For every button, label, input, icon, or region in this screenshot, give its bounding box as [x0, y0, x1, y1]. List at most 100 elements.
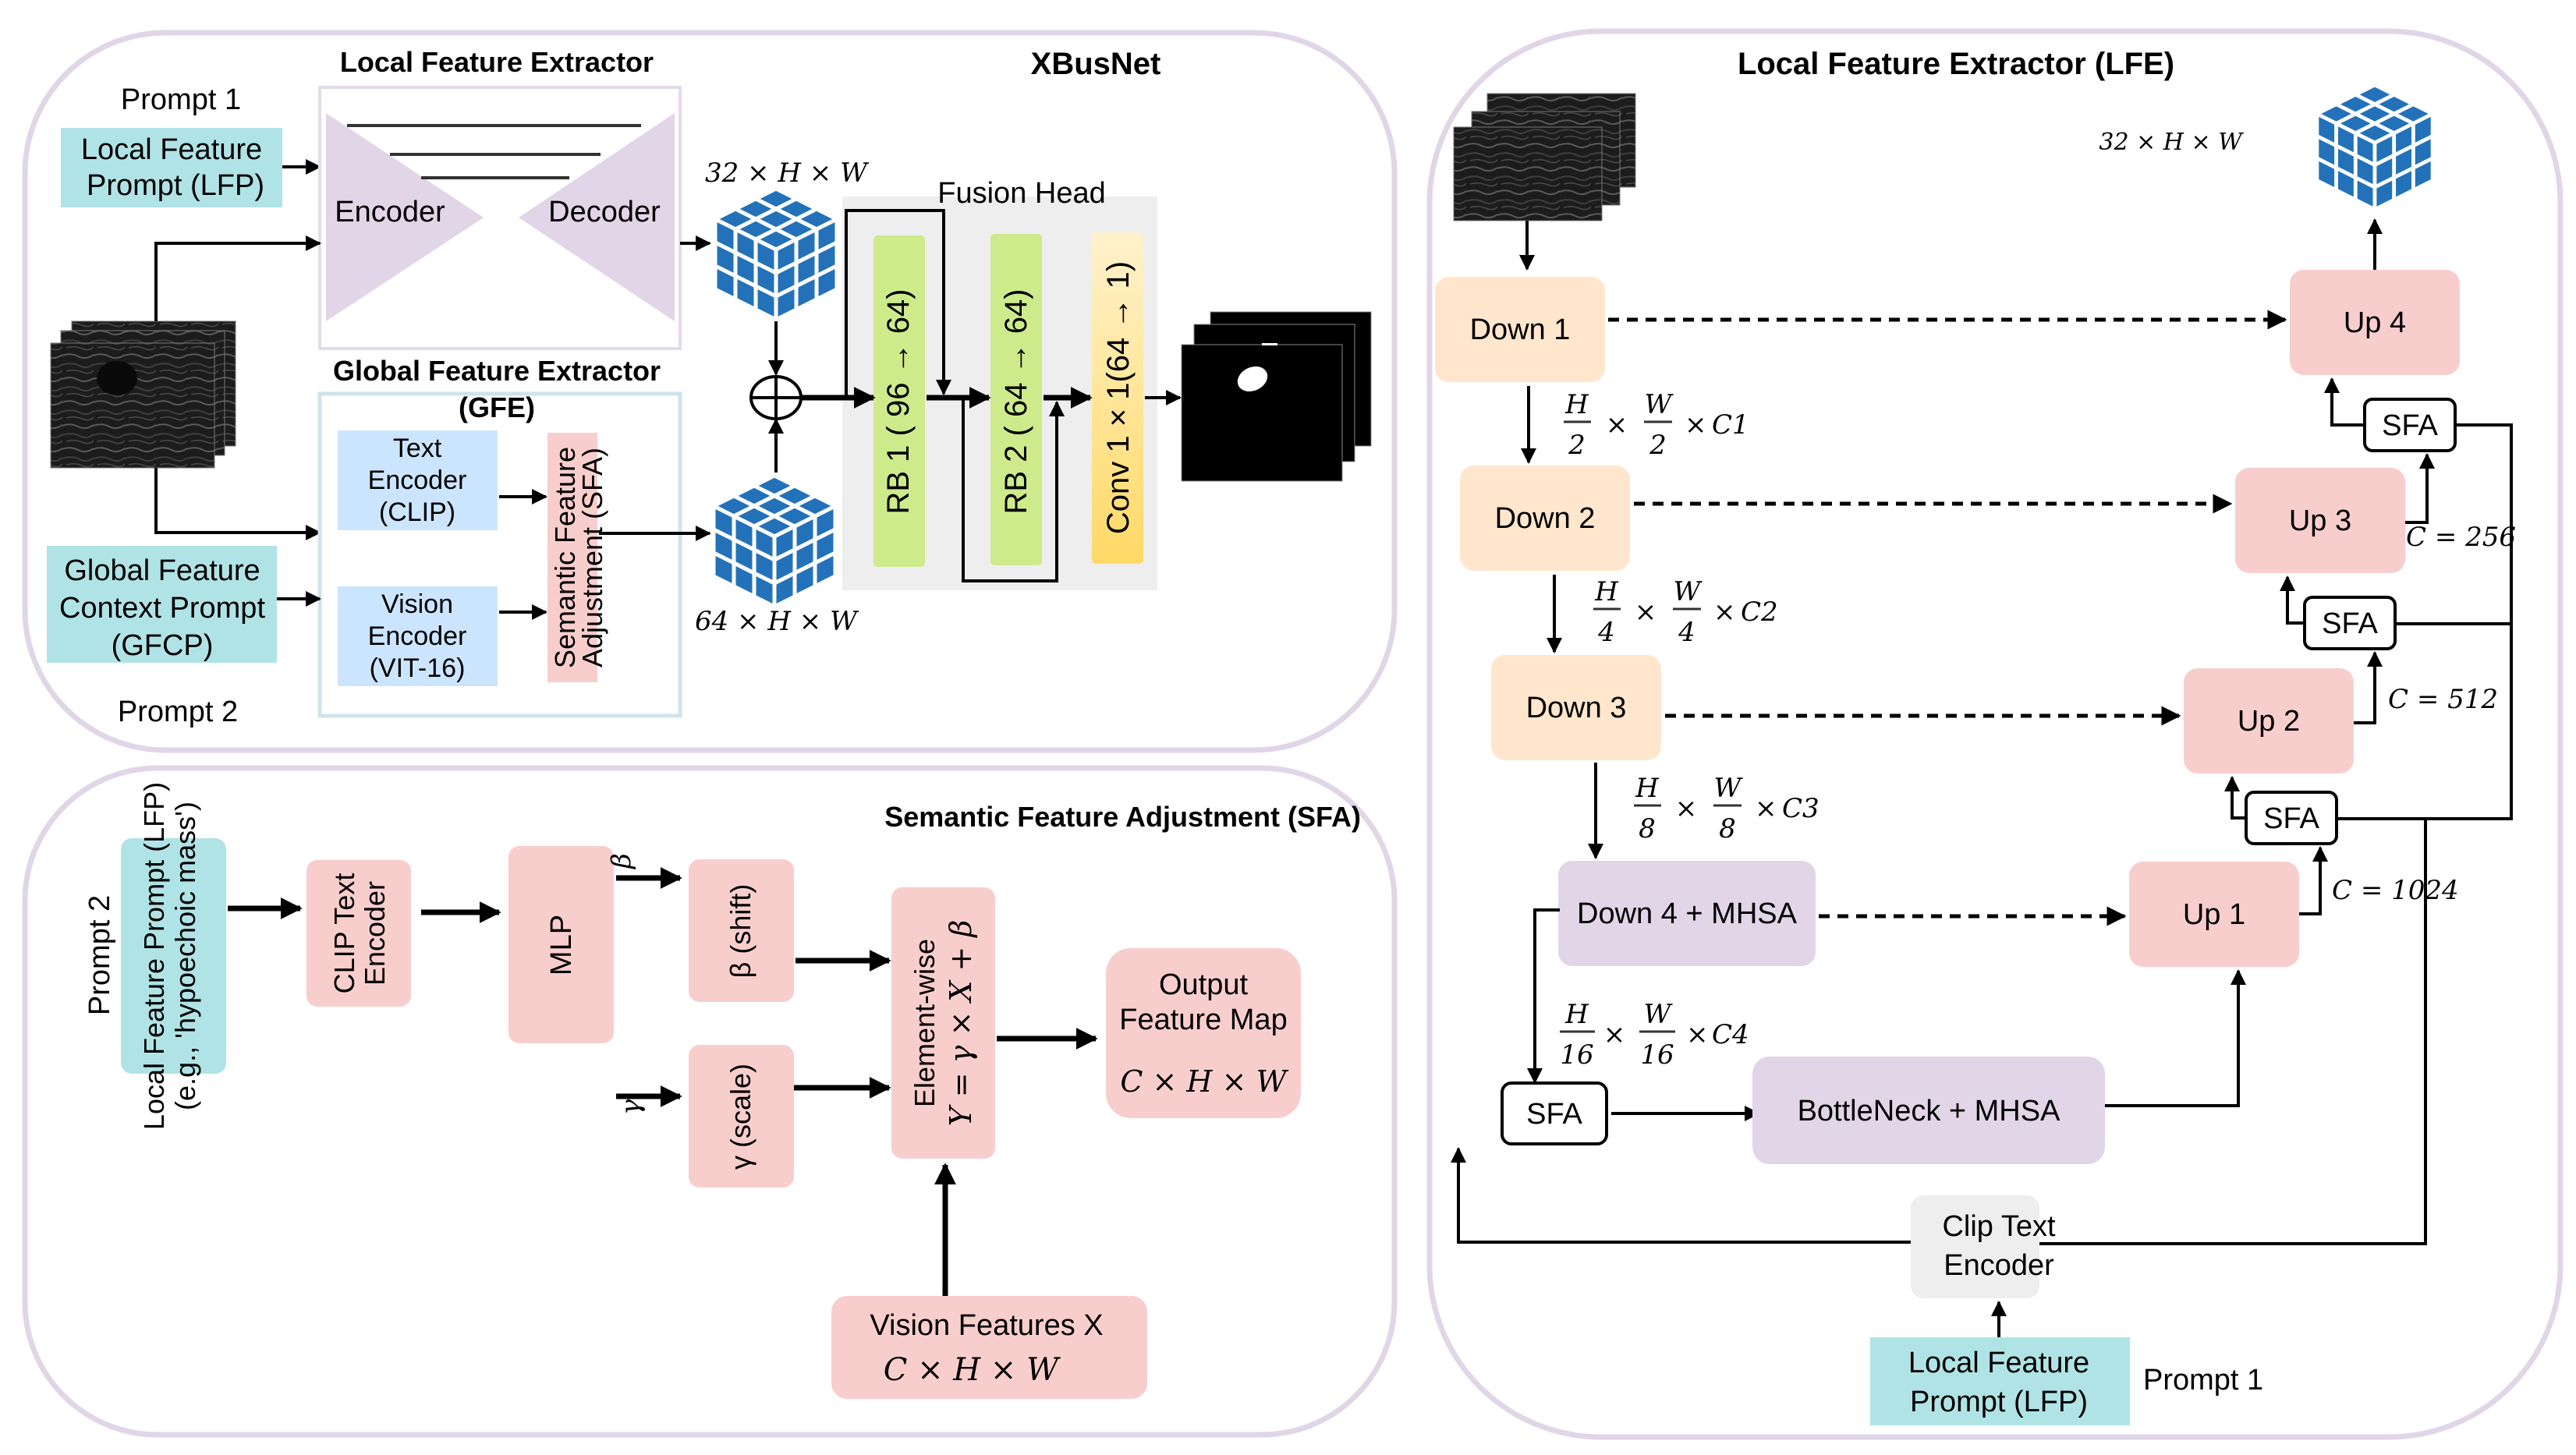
dims-down4: H 16 × W 16 × C4 [1560, 999, 1749, 1071]
bottleneck-box [1752, 1057, 2105, 1164]
dims-down3-den-h: 8 [1639, 813, 1656, 844]
lfe-title-line1: Local Feature Extractor [340, 46, 654, 78]
gfcp-line2: Context Prompt [59, 592, 265, 625]
text-encoder-line2: Encoder [368, 466, 467, 495]
channel-label-1024: C = 1024 [2332, 875, 2459, 906]
fusion-head-label: Fusion Head [937, 177, 1105, 210]
lfe-lfp-box [1870, 1337, 2130, 1425]
up3-to-sfa-arrow [2405, 453, 2435, 524]
bottleneck-label: BottleNeck + MHSA [1798, 1095, 2060, 1128]
fusion-add-icon [749, 375, 803, 420]
gfe-feature-cube-icon [714, 476, 835, 607]
sfa-up1-label: SFA [2263, 802, 2319, 835]
lfe-prompt1-label: Prompt 1 [2143, 1364, 2263, 1397]
gfe-output-dims: 64 × H × W [695, 606, 859, 637]
dims-down2-num-h: H [1594, 576, 1619, 607]
up3-box [2235, 468, 2405, 573]
gamma-arrow-label: γ [615, 1099, 647, 1115]
sfa-prompt2-label: Prompt 2 [83, 895, 116, 1015]
elementwise-box [891, 887, 995, 1159]
down2-box [1460, 466, 1630, 571]
sfa-lfp-line2: (e.g., 'hypoechoic mass') [169, 802, 201, 1110]
gamma-box [689, 1045, 794, 1188]
dims-down2-num-w: W [1674, 576, 1703, 607]
lfe-panel-title: Local Feature Extractor (LFE) [1738, 47, 2174, 81]
mlp-label: MLP [545, 915, 578, 975]
dims-down1-c: C1 [1712, 409, 1749, 441]
lfe-feature-cube-icon [715, 189, 837, 320]
xbusnet-title: XBusNet [1031, 47, 1161, 81]
dims-down3-num-w: W [1714, 773, 1744, 804]
dims-down4-den-w: 16 [1640, 1039, 1674, 1071]
dims-down4-num-w: W [1644, 999, 1674, 1030]
dims-down4-c: C4 [1712, 1019, 1749, 1050]
dims-down4-num-h: H [1564, 999, 1589, 1030]
clip-to-bottom-sfa-arrow [1451, 1147, 1911, 1244]
lfe-output-dims: 32 × H × W [705, 158, 870, 189]
output-line2: Feature Map [1119, 1004, 1287, 1036]
svg-text:×: × [1686, 1019, 1709, 1050]
svg-text:×: × [1685, 409, 1707, 441]
gamma-box-label: γ (scale) [725, 1064, 757, 1170]
lfe-panel [1426, 28, 2564, 1440]
down1-label: Down 1 [1470, 313, 1571, 346]
lfp-box [61, 128, 282, 207]
elementwise-formula: Y = γ × X + β [944, 920, 978, 1127]
rb1-skip-arrow [845, 209, 951, 398]
prompt1-label: Prompt 1 [121, 83, 241, 116]
svg-text:×: × [1603, 1019, 1626, 1050]
bottleneck-sfa-box [1501, 1082, 1608, 1145]
output-line1: Output [1159, 968, 1249, 1001]
gfe-title-line1: Global Feature Extractor [333, 355, 661, 387]
rb2-box [990, 234, 1042, 565]
sfa-vertical-box [547, 433, 597, 682]
sfa-clip-line2: Encoder [359, 881, 391, 986]
sfa-lfp-box [121, 838, 226, 1074]
vision-encoder-line2: Encoder [368, 621, 467, 651]
down4-mhsa-box [1558, 861, 1816, 966]
up1-to-sfa-arrow [2299, 846, 2328, 915]
svg-text:×: × [1713, 597, 1736, 628]
conv-label: Conv 1 × 1(64 → 1) [1101, 261, 1136, 534]
svg-text:×: × [1675, 793, 1698, 824]
beta-arrow-label: β [606, 853, 637, 870]
up1-label: Up 1 [2183, 898, 2245, 931]
sfa-vertical-line2: Adjustment (SFA) [576, 448, 608, 667]
gfcp-line1: Global Feature [64, 554, 260, 587]
vision-features-line1: Vision Features X [870, 1309, 1103, 1342]
gfcp-line3: (GFCP) [112, 629, 214, 662]
vision-features-dims: C × H × W [884, 1352, 1061, 1388]
lfe-clip-line2: Encoder [1944, 1249, 2054, 1282]
down4-label: Down 4 + MHSA [1577, 897, 1798, 930]
dims-down2-c: C2 [1741, 597, 1778, 628]
dims-down2-den-w: 4 [1678, 617, 1695, 648]
lfp-box-line2: Prompt (LFP) [87, 169, 264, 202]
sfa-to-up4-arrow [2324, 377, 2365, 427]
dims-down1-den-h: 2 [1568, 430, 1586, 461]
sfa-lfp-line1: Local Feature Prompt (LFP) [138, 782, 170, 1130]
prompt2-label: Prompt 2 [118, 696, 238, 728]
text-encoder-line1: Text [393, 434, 442, 463]
lfe-panel-output-dims: 32 × H × W [2099, 129, 2244, 156]
sfa-to-up2-arrow [2224, 776, 2246, 820]
dims-down1-num-w: W [1645, 389, 1674, 420]
mlp-box [508, 846, 614, 1043]
image-to-lfe-arrow [154, 235, 321, 321]
dims-down1: H 2 × W 2 × C1 [1564, 389, 1749, 461]
decoder-label: Decoder [548, 196, 661, 228]
clip-to-sfa1-arrow [2039, 811, 2427, 1245]
decoder-shape [519, 113, 675, 321]
sfa-clip-box [306, 860, 411, 1007]
sfa-to-up3-arrow [2280, 575, 2305, 625]
dims-down3-num-h: H [1635, 773, 1660, 804]
down4-to-sfa-arrow [1527, 908, 1560, 1084]
beta-box [689, 859, 794, 1002]
dims-down2: H 4 × W 4 × C2 [1593, 576, 1778, 648]
clip-to-sfa2-arrow [2358, 616, 2513, 820]
dims-down1-num-h: H [1564, 389, 1589, 420]
up2-to-sfa-arrow [2354, 651, 2383, 724]
up3-label: Up 3 [2289, 504, 2351, 537]
lfe-clip-box [1911, 1195, 2039, 1298]
dims-down1-den-w: 2 [1649, 430, 1667, 461]
